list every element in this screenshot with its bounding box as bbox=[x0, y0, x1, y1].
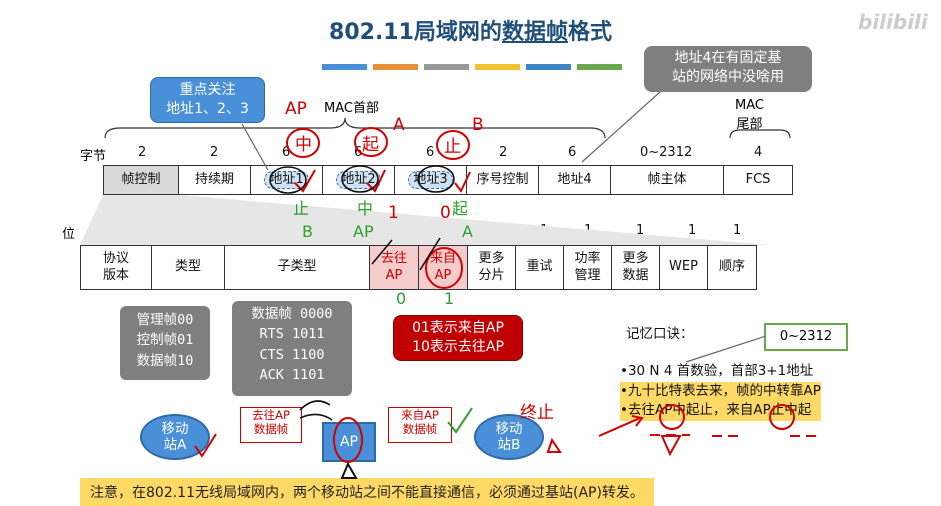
ctrl-power-management: 功率 管理 bbox=[563, 245, 612, 290]
bit-size: 1 bbox=[636, 223, 645, 238]
field-frame-body: 帧主体 bbox=[610, 165, 724, 195]
ctrl-type: 类型 bbox=[151, 245, 225, 290]
color-swatch-2 bbox=[373, 64, 418, 70]
hw-ap: AP bbox=[285, 99, 307, 119]
scroll-from-ap: 来自AP 数据帧 bbox=[388, 407, 452, 443]
field-duration: 持续期 bbox=[178, 165, 251, 195]
hw-bits-a: A bbox=[462, 222, 473, 241]
station-a: 移动 站A bbox=[140, 414, 210, 460]
hw-b: B bbox=[472, 115, 484, 135]
hw-bits-ap: AP bbox=[353, 222, 374, 241]
hw-bit-top-0: 0 bbox=[440, 203, 451, 223]
title-underlined: 数据帧 bbox=[501, 20, 568, 45]
addr4-callout: 地址4在有固定基 站的网络中没啥用 bbox=[644, 46, 812, 92]
color-swatch-3 bbox=[424, 64, 469, 70]
ctrl-more-data: 更多 数据 bbox=[611, 245, 660, 290]
byte-size: 2 bbox=[499, 145, 508, 160]
hw-end: 终止 bbox=[520, 403, 554, 423]
ctrl-wep: WEP bbox=[659, 245, 708, 290]
bits-row-label: 位 bbox=[62, 227, 76, 242]
ap-node: AP bbox=[322, 422, 376, 462]
ctrl-retry: 重试 bbox=[515, 245, 564, 290]
color-swatch-4 bbox=[475, 64, 520, 70]
ctrl-protocol-version: 协议 版本 bbox=[80, 245, 152, 290]
watermark: bilibili bbox=[858, 10, 928, 34]
type-values-box: 管理帧00 控制帧01 数据帧10 bbox=[120, 306, 210, 380]
hw-bit-top-1: 1 bbox=[388, 203, 399, 223]
bit-size: 1 bbox=[688, 223, 697, 238]
color-swatch-1 bbox=[322, 64, 367, 70]
byte-size: 4 bbox=[754, 145, 763, 160]
hw-under-b: B bbox=[302, 222, 313, 241]
hw-zhong: 中 bbox=[295, 135, 312, 155]
byte-size: 2 bbox=[210, 145, 219, 160]
field-address-4: 地址4 bbox=[538, 165, 611, 195]
subtype-values-box: 数据帧 0000 RTS 1011 CTS 1100 ACK 1101 bbox=[232, 301, 352, 396]
station-b: 移动 站B bbox=[474, 414, 544, 460]
byte-size: 0~2312 bbox=[640, 145, 693, 160]
byte-size: 6 bbox=[426, 145, 435, 160]
mnemonic-line-2: •九十比特表去来，帧的中转靠AP bbox=[620, 381, 821, 402]
mnemonic-title: 记忆口诀： bbox=[626, 326, 694, 342]
ctrl-subtype: 子类型 bbox=[224, 245, 370, 290]
mac-trailer-label: MAC 尾部 bbox=[735, 98, 764, 132]
hw-under-3: 起 bbox=[452, 199, 468, 218]
scroll-to-ap: 去往AP 数据帧 bbox=[240, 407, 302, 443]
color-swatch-6 bbox=[577, 64, 622, 70]
color-swatch-5 bbox=[526, 64, 571, 70]
hw-a: A bbox=[393, 115, 405, 135]
ctrl-more-fragments: 更多 分片 bbox=[467, 245, 516, 290]
hw-ds-1: 1 bbox=[444, 289, 454, 308]
focus-callout: 重点关注 地址1、2、3 bbox=[150, 77, 265, 123]
hw-zhi: 止 bbox=[444, 137, 461, 157]
page-title: 802.11局域网的数据帧格式 bbox=[329, 20, 612, 45]
mac-header-label: MAC首部 bbox=[324, 101, 379, 116]
bytes-row-label: 字节 bbox=[80, 149, 107, 164]
bit-size: 1 bbox=[733, 223, 742, 238]
byte-size: 2 bbox=[138, 145, 147, 160]
hw-qi: 起 bbox=[362, 135, 379, 155]
field-address-3: 地址3 bbox=[394, 165, 467, 195]
byte-size: 6 bbox=[354, 145, 363, 160]
byte-size: 6 bbox=[568, 145, 577, 160]
field-address-1: 地址1 bbox=[250, 165, 323, 195]
field-fcs: FCS bbox=[723, 165, 793, 195]
hw-under-2: 中 bbox=[357, 199, 373, 218]
range-callout: 0~2312 bbox=[764, 323, 848, 351]
mnemonic-lines: •30 N 4 首数验，首部3+1地址 •九十比特表去来，帧的中转靠AP •去往… bbox=[620, 362, 821, 421]
field-frame-control: 帧控制 bbox=[103, 165, 179, 195]
byte-size: 6 bbox=[282, 145, 291, 160]
footer-note: 注意，在802.11无线局域网内，两个移动站之间不能直接通信，必须通过基站(AP… bbox=[80, 478, 654, 506]
hw-ds-0: 0 bbox=[396, 289, 406, 308]
ctrl-order: 顺序 bbox=[707, 245, 757, 290]
mnemonic-line-1: •30 N 4 首数验，首部3+1地址 bbox=[620, 363, 814, 379]
field-sequence-control: 序号控制 bbox=[466, 165, 539, 195]
hw-under-1: 止 bbox=[293, 199, 309, 218]
title-color-bar bbox=[322, 64, 622, 70]
ds-bits-callout: 01表示来自AP 10表示去往AP bbox=[393, 315, 523, 361]
